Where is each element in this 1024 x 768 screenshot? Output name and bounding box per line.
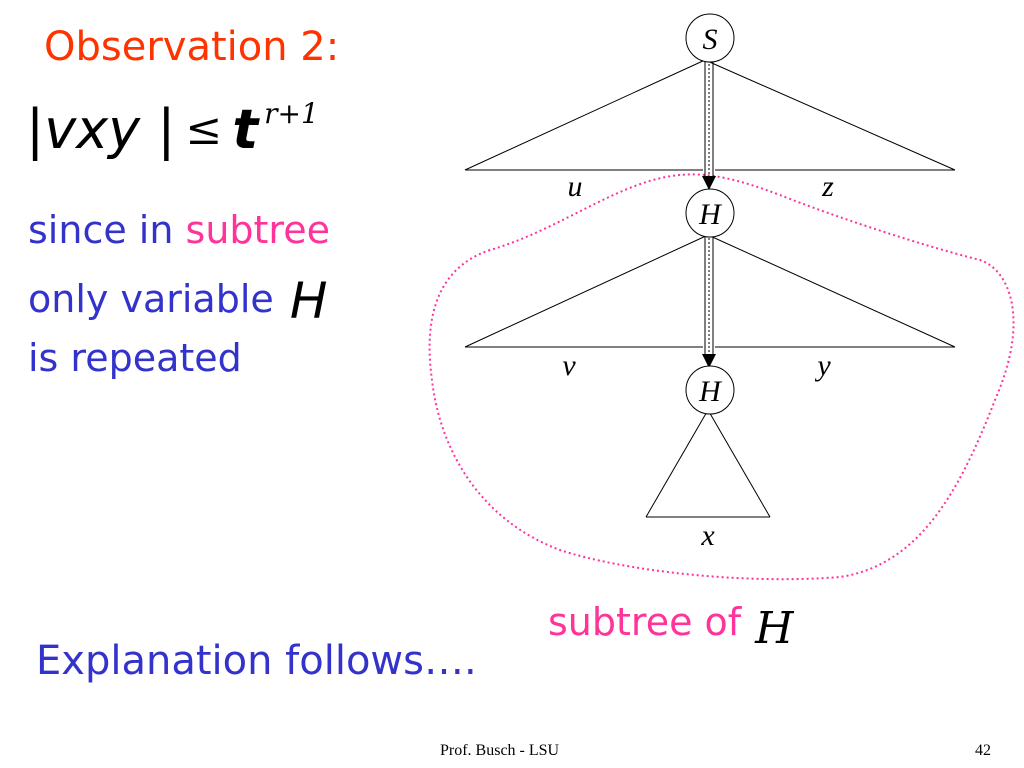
path-H-to-H [702, 236, 716, 368]
node-H-lower: H [685, 365, 735, 415]
explanation-line-3: is repeated [28, 336, 242, 380]
formula-relation: ≤ [185, 104, 223, 155]
node-H-middle: H [685, 188, 735, 238]
node-H-lower-label: H [698, 375, 723, 408]
slide-heading: Observation 2: [44, 24, 340, 70]
subtree-caption-text: subtree of [548, 600, 742, 644]
footer-page-number: 42 [975, 742, 991, 759]
explanation-line-2-text: only variable [28, 277, 286, 321]
explanation-highlight-subtree: subtree [185, 208, 330, 252]
explanation-line-1-text: since in [28, 208, 186, 252]
label-z: z [821, 170, 834, 203]
middle-triangle [464, 234, 956, 348]
label-u: u [568, 170, 583, 203]
explanation-follows: Explanation follows…. [36, 638, 477, 684]
footer-author: Prof. Busch - LSU [440, 742, 560, 759]
explanation-line-3-text: is repeated [28, 336, 242, 380]
formula-lhs: |vxy | [26, 98, 176, 161]
arrow-down-icon [702, 354, 716, 368]
label-v: v [562, 349, 576, 382]
explanation-line-2: only variable H [28, 272, 327, 330]
subtree-caption: subtree of H [548, 600, 794, 654]
root-triangle [464, 59, 956, 171]
bottom-triangle [645, 409, 771, 518]
label-x: x [700, 519, 715, 552]
subtree-caption-symbol: H [755, 603, 794, 654]
node-S-label: S [703, 23, 718, 56]
formula-base: t [232, 98, 259, 161]
label-y: y [814, 349, 831, 382]
node-H-middle-label: H [698, 198, 723, 231]
formula-exponent: r+1 [264, 97, 319, 130]
explanation-symbol-H: H [289, 272, 328, 330]
node-S: S [685, 13, 735, 63]
subtree-dotted-outline [428, 173, 1015, 581]
arrow-down-icon [702, 176, 716, 190]
path-S-to-H [702, 58, 716, 190]
explanation-line-1: since in subtree [28, 208, 330, 252]
